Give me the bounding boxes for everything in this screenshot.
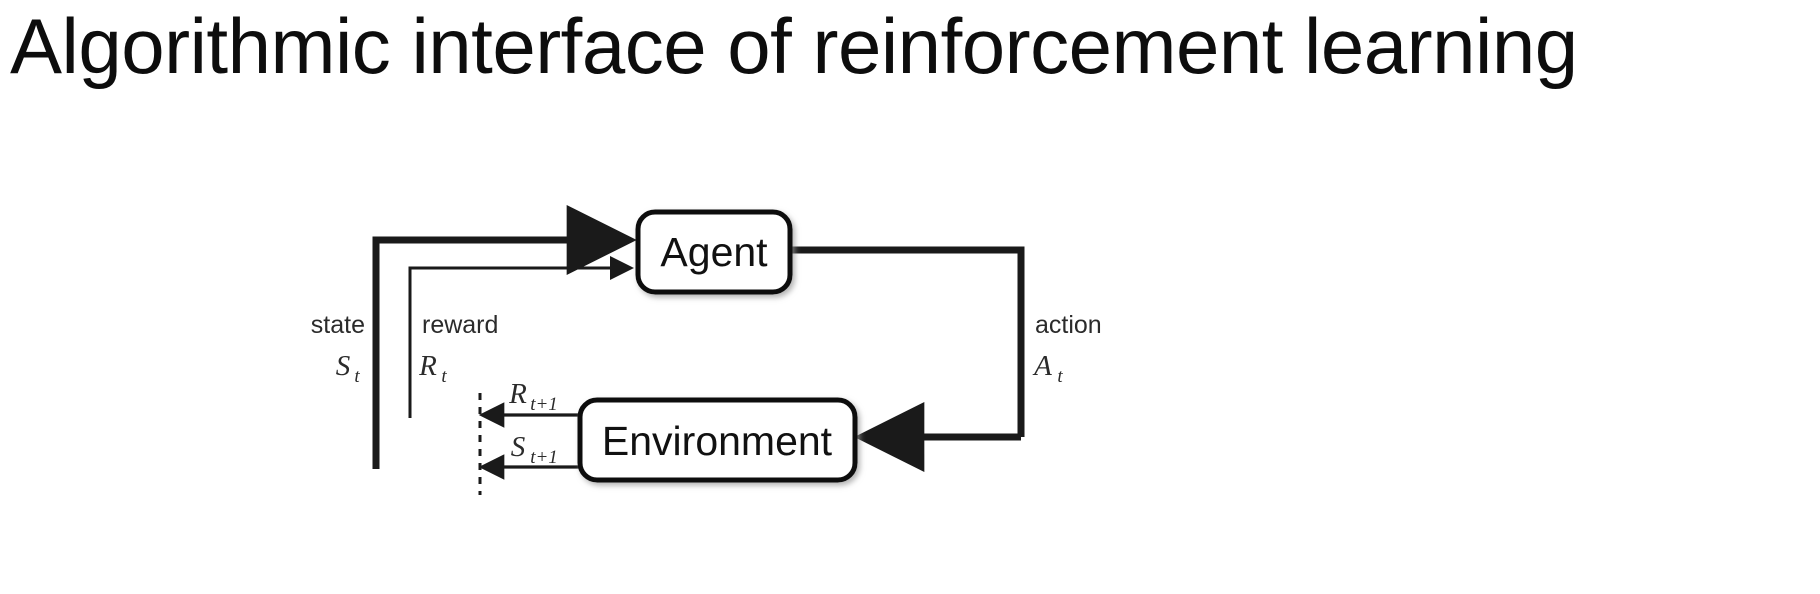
label-state-subscript: t — [354, 366, 360, 387]
agent-box-label: Agent — [660, 229, 768, 275]
edge-state-to-agent — [372, 205, 637, 469]
label-reward-symbol: R — [418, 350, 437, 382]
label-state-word: state — [311, 311, 365, 339]
agent-box[interactable]: Agent — [635, 209, 793, 295]
label-reward: reward R t — [418, 311, 498, 387]
edge-action-to-environment — [790, 246, 1025, 472]
environment-box[interactable]: Environment — [577, 397, 858, 483]
label-action-subscript: t — [1057, 366, 1063, 387]
label-next-reward: R t+1 — [508, 378, 558, 415]
label-next-state-subscript: t+1 — [530, 447, 558, 468]
page-title: Algorithmic interface of reinforcement l… — [10, 2, 1578, 90]
label-action-symbol: A — [1032, 350, 1052, 382]
edge-reward-to-agent — [408, 256, 634, 418]
label-action: action A t — [1032, 311, 1102, 387]
label-action-word: action — [1035, 311, 1102, 339]
label-next-reward-symbol: R — [508, 378, 527, 410]
label-next-state: S t+1 — [511, 431, 558, 468]
label-next-state-symbol: S — [511, 431, 526, 463]
environment-box-label: Environment — [602, 418, 833, 464]
label-reward-word: reward — [422, 311, 498, 339]
label-state: state S t — [311, 311, 365, 387]
label-next-reward-subscript: t+1 — [530, 394, 558, 415]
diagram-svg: Agent Environment state S t reward R t — [311, 205, 1102, 495]
label-state-symbol: S — [336, 350, 351, 382]
label-reward-subscript: t — [441, 366, 447, 387]
agent-environment-diagram: Agent Environment state S t reward R t — [280, 175, 1280, 525]
